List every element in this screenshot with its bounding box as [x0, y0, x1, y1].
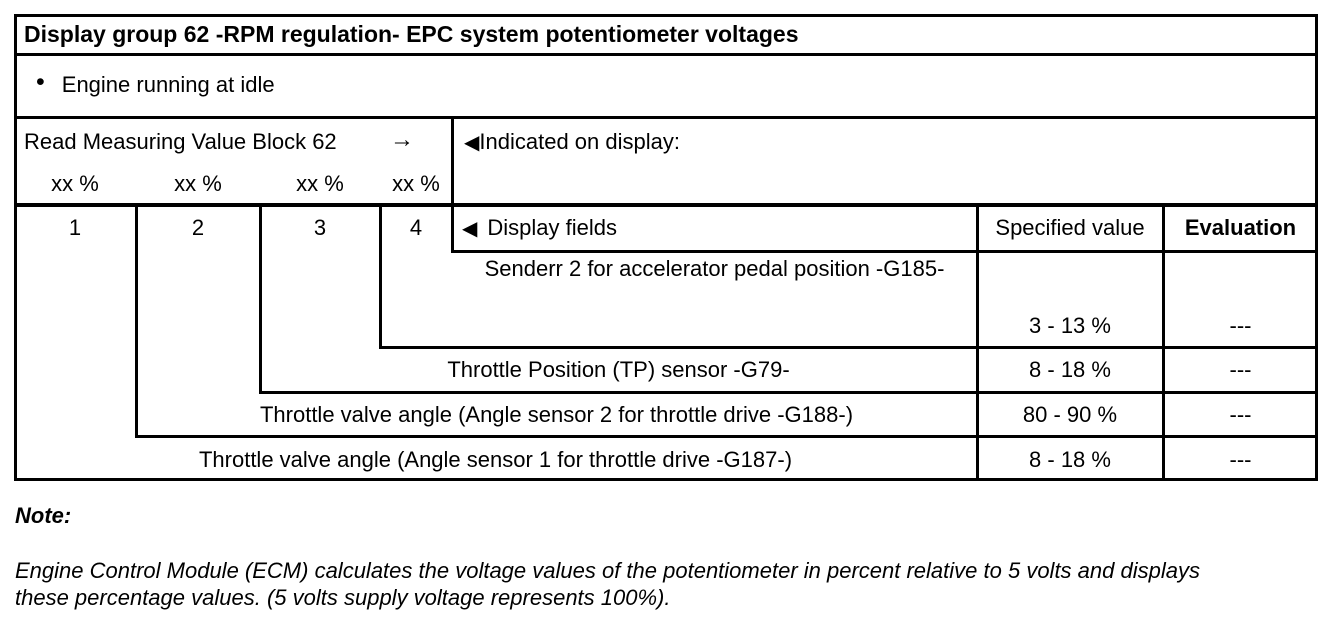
grid-line-row1-bottom [380, 346, 1318, 349]
grid-line-title-bottom [14, 53, 1318, 56]
condition-text: Engine running at idle [61, 72, 275, 97]
field-name-g188: Throttle valve angle (Angle sensor 2 for… [259, 402, 854, 427]
specified-value-g79: 8 - 18 % [1029, 357, 1111, 382]
note-line-1: Engine Control Module (ECM) calculates t… [15, 558, 1200, 583]
column-number-2: 2 [191, 215, 205, 240]
evaluation-g188: --- [1229, 402, 1252, 427]
grid-line-row2-bottom [260, 391, 1318, 394]
value-placeholder-2: xx % [174, 171, 222, 196]
column-number-4: 4 [409, 215, 423, 240]
column-number-1: 1 [68, 215, 82, 240]
right-arrow-icon: → [390, 126, 414, 153]
specified-value-g185: 3 - 13 % [1029, 313, 1111, 338]
grid-line-col1-divider [135, 203, 138, 438]
grid-line-row3-bottom [136, 435, 1318, 438]
read-block-label: Read Measuring Value Block 62 [24, 129, 337, 154]
condition-row: • Engine running at idle [36, 56, 736, 114]
grid-line-col4-right [451, 116, 454, 253]
note-line-2: these percentage values. (5 volts supply… [15, 585, 671, 610]
value-placeholder-4: xx % [392, 171, 440, 196]
grid-line-condition-bottom [14, 116, 1318, 119]
value-placeholder-1: xx % [51, 171, 99, 196]
evaluation-g79: --- [1229, 357, 1252, 382]
indicated-on-display: ◀Indicated on display: [464, 119, 680, 165]
evaluation-g185: --- [1229, 313, 1252, 338]
grid-line-readblock-bottom [14, 203, 1318, 207]
header-evaluation: Evaluation [1184, 215, 1297, 240]
grid-line-evaluation-left [1162, 203, 1165, 481]
left-pointer-icon: ◀ [462, 218, 478, 240]
field-name-g79: Throttle Position (TP) sensor -G79- [447, 357, 790, 382]
indicated-text: Indicated on display: [479, 129, 680, 154]
display-fields-label: Display fields [487, 215, 617, 240]
bullet-icon: • [36, 67, 45, 96]
value-placeholder-3: xx % [296, 171, 344, 196]
table-border [14, 14, 1318, 481]
grid-line-col3-divider [379, 203, 382, 349]
table-title: Display group 62 -RPM regulation- EPC sy… [24, 21, 799, 47]
specified-value-g187: 8 - 18 % [1029, 447, 1111, 472]
grid-line-specified-left [976, 203, 979, 481]
field-name-g187: Throttle valve angle (Angle sensor 1 for… [198, 447, 793, 472]
note-label: Note: [15, 503, 72, 528]
evaluation-g187: --- [1229, 447, 1252, 472]
header-specified-value: Specified value [995, 215, 1145, 240]
specified-value-g188: 80 - 90 % [1022, 402, 1118, 427]
header-display-fields: ◀ Display fields [452, 206, 977, 250]
grid-line-col2-divider [259, 203, 262, 394]
left-pointer-icon: ◀ [464, 132, 480, 154]
grid-line-header-bottom [452, 250, 1318, 253]
field-name-g185: Senderr 2 for accelerator pedal position… [484, 256, 945, 281]
column-number-3: 3 [313, 215, 327, 240]
